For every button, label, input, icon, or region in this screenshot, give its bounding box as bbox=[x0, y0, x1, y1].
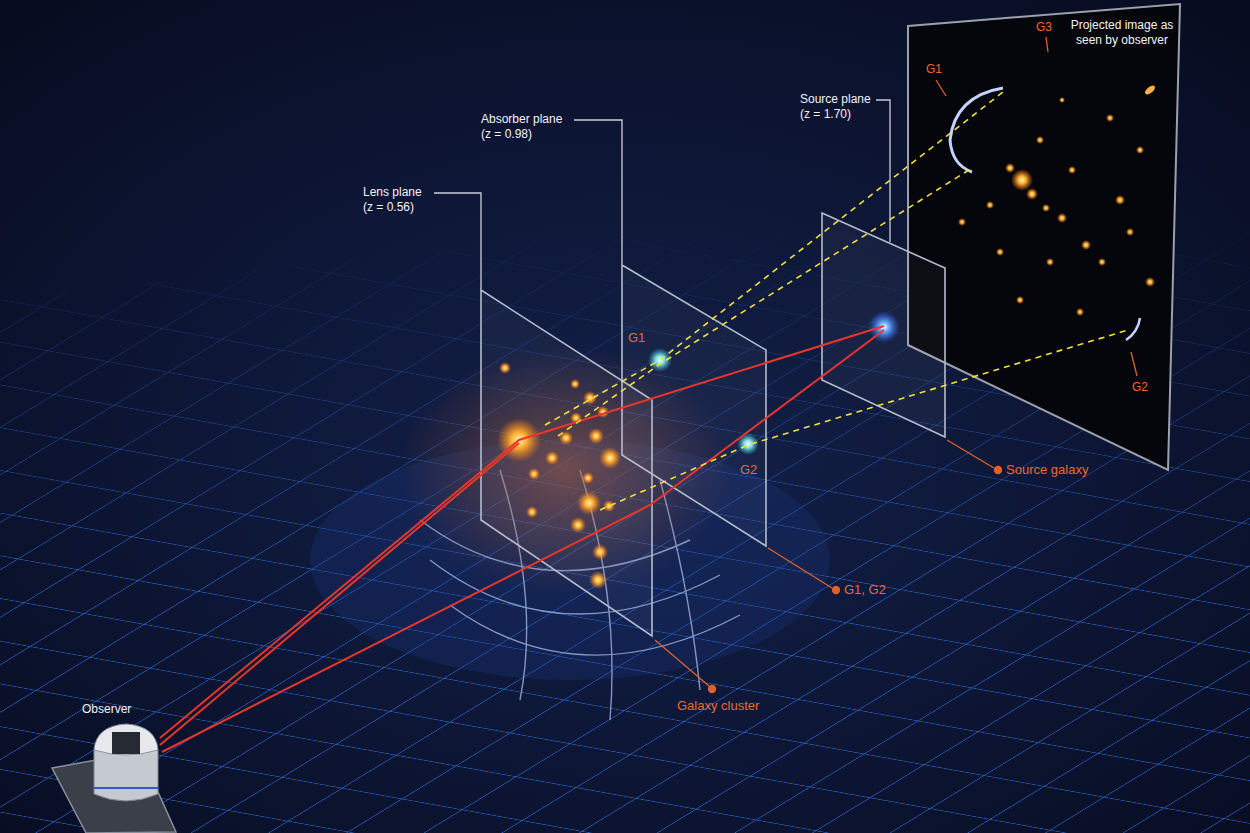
sight-line bbox=[545, 92, 1003, 425]
part-label: Source galaxy bbox=[1006, 462, 1088, 478]
light-ray bbox=[162, 330, 884, 752]
part-label: G1, G2 bbox=[844, 582, 886, 598]
leader-line bbox=[655, 640, 709, 686]
cluster-galaxy bbox=[589, 571, 607, 589]
panel-title: Projected image as seen by observer bbox=[1066, 18, 1178, 48]
image-galaxy bbox=[1016, 296, 1024, 304]
cluster-galaxy bbox=[570, 379, 580, 389]
dome-slit bbox=[112, 732, 140, 754]
observer-label: Observer bbox=[82, 702, 131, 717]
callout-label: G3 bbox=[1036, 20, 1052, 35]
cluster-galaxy bbox=[599, 447, 621, 469]
telescope-trim bbox=[94, 787, 158, 789]
cluster-galaxy bbox=[545, 451, 559, 465]
plane-label: Source plane (z = 1.70) bbox=[800, 92, 880, 122]
light-paths bbox=[160, 326, 884, 752]
image-galaxy bbox=[1057, 213, 1067, 223]
image-galaxy bbox=[1011, 169, 1033, 191]
leader-line bbox=[876, 100, 890, 242]
image-galaxy bbox=[1026, 188, 1038, 200]
sight-lines bbox=[545, 92, 1128, 510]
leader-dot bbox=[833, 587, 840, 594]
cluster-galaxy bbox=[603, 500, 615, 512]
cluster-galaxy bbox=[570, 517, 586, 533]
image-galaxy bbox=[1145, 277, 1155, 287]
image-galaxy bbox=[1036, 136, 1044, 144]
plane-label: Absorber plane (z = 0.98) bbox=[481, 112, 571, 142]
light-ray bbox=[160, 443, 519, 745]
image-galaxy bbox=[1098, 258, 1106, 266]
galaxy-label: G1 bbox=[628, 330, 645, 346]
leader-line bbox=[434, 193, 481, 289]
leader-line bbox=[768, 548, 832, 588]
leader-line bbox=[936, 80, 946, 96]
image-galaxy bbox=[986, 201, 994, 209]
cluster-galaxy bbox=[499, 362, 511, 374]
leader-line bbox=[574, 120, 622, 264]
cluster-galaxy bbox=[582, 472, 594, 484]
image-galaxy bbox=[1106, 114, 1114, 122]
image-galaxy bbox=[1115, 195, 1125, 205]
plane-label: Lens plane (z = 0.56) bbox=[363, 185, 431, 215]
image-galaxy bbox=[1005, 163, 1015, 173]
warp-line bbox=[450, 605, 740, 655]
galaxy-cluster bbox=[497, 362, 621, 589]
lensed-arc bbox=[1126, 318, 1140, 340]
plane-leaders bbox=[434, 100, 890, 289]
image-galaxy bbox=[1136, 146, 1144, 154]
image-galaxy bbox=[996, 248, 1004, 256]
image-galaxy bbox=[1143, 84, 1156, 96]
leader-dot bbox=[995, 467, 1002, 474]
leader-line bbox=[947, 440, 994, 468]
cluster-galaxy bbox=[588, 428, 604, 444]
sight-line bbox=[600, 330, 1128, 510]
image-galaxy bbox=[1076, 308, 1084, 316]
image-galaxy bbox=[1059, 97, 1065, 103]
telescope-dome bbox=[94, 724, 158, 755]
image-galaxy bbox=[1042, 204, 1050, 212]
projected-image-panel bbox=[908, 4, 1180, 470]
galaxy-label: G2 bbox=[740, 462, 757, 478]
lensed-arc bbox=[950, 88, 1003, 172]
image-galaxy bbox=[1081, 240, 1091, 250]
callout-label: G1 bbox=[926, 62, 942, 77]
projected-image bbox=[950, 84, 1157, 340]
callout-label: G2 bbox=[1132, 380, 1148, 395]
absorber-plane bbox=[622, 265, 766, 546]
cluster-galaxy bbox=[592, 544, 608, 560]
telescope bbox=[52, 724, 176, 833]
image-galaxy bbox=[958, 218, 966, 226]
image-galaxy bbox=[1126, 228, 1134, 236]
light-ray bbox=[160, 326, 884, 738]
leader-line bbox=[1046, 37, 1048, 52]
telescope-building bbox=[94, 750, 158, 801]
part-label: Galaxy cluster bbox=[677, 698, 759, 714]
cluster-galaxy bbox=[577, 491, 601, 515]
source-plane bbox=[822, 213, 945, 437]
image-galaxy bbox=[1046, 258, 1054, 266]
callout-leaders bbox=[655, 37, 1137, 693]
image-galaxy bbox=[1068, 166, 1076, 174]
cluster-galaxy bbox=[526, 506, 538, 518]
leader-dot bbox=[709, 686, 716, 693]
cluster-galaxy bbox=[528, 468, 540, 480]
leader-line bbox=[1131, 352, 1137, 376]
